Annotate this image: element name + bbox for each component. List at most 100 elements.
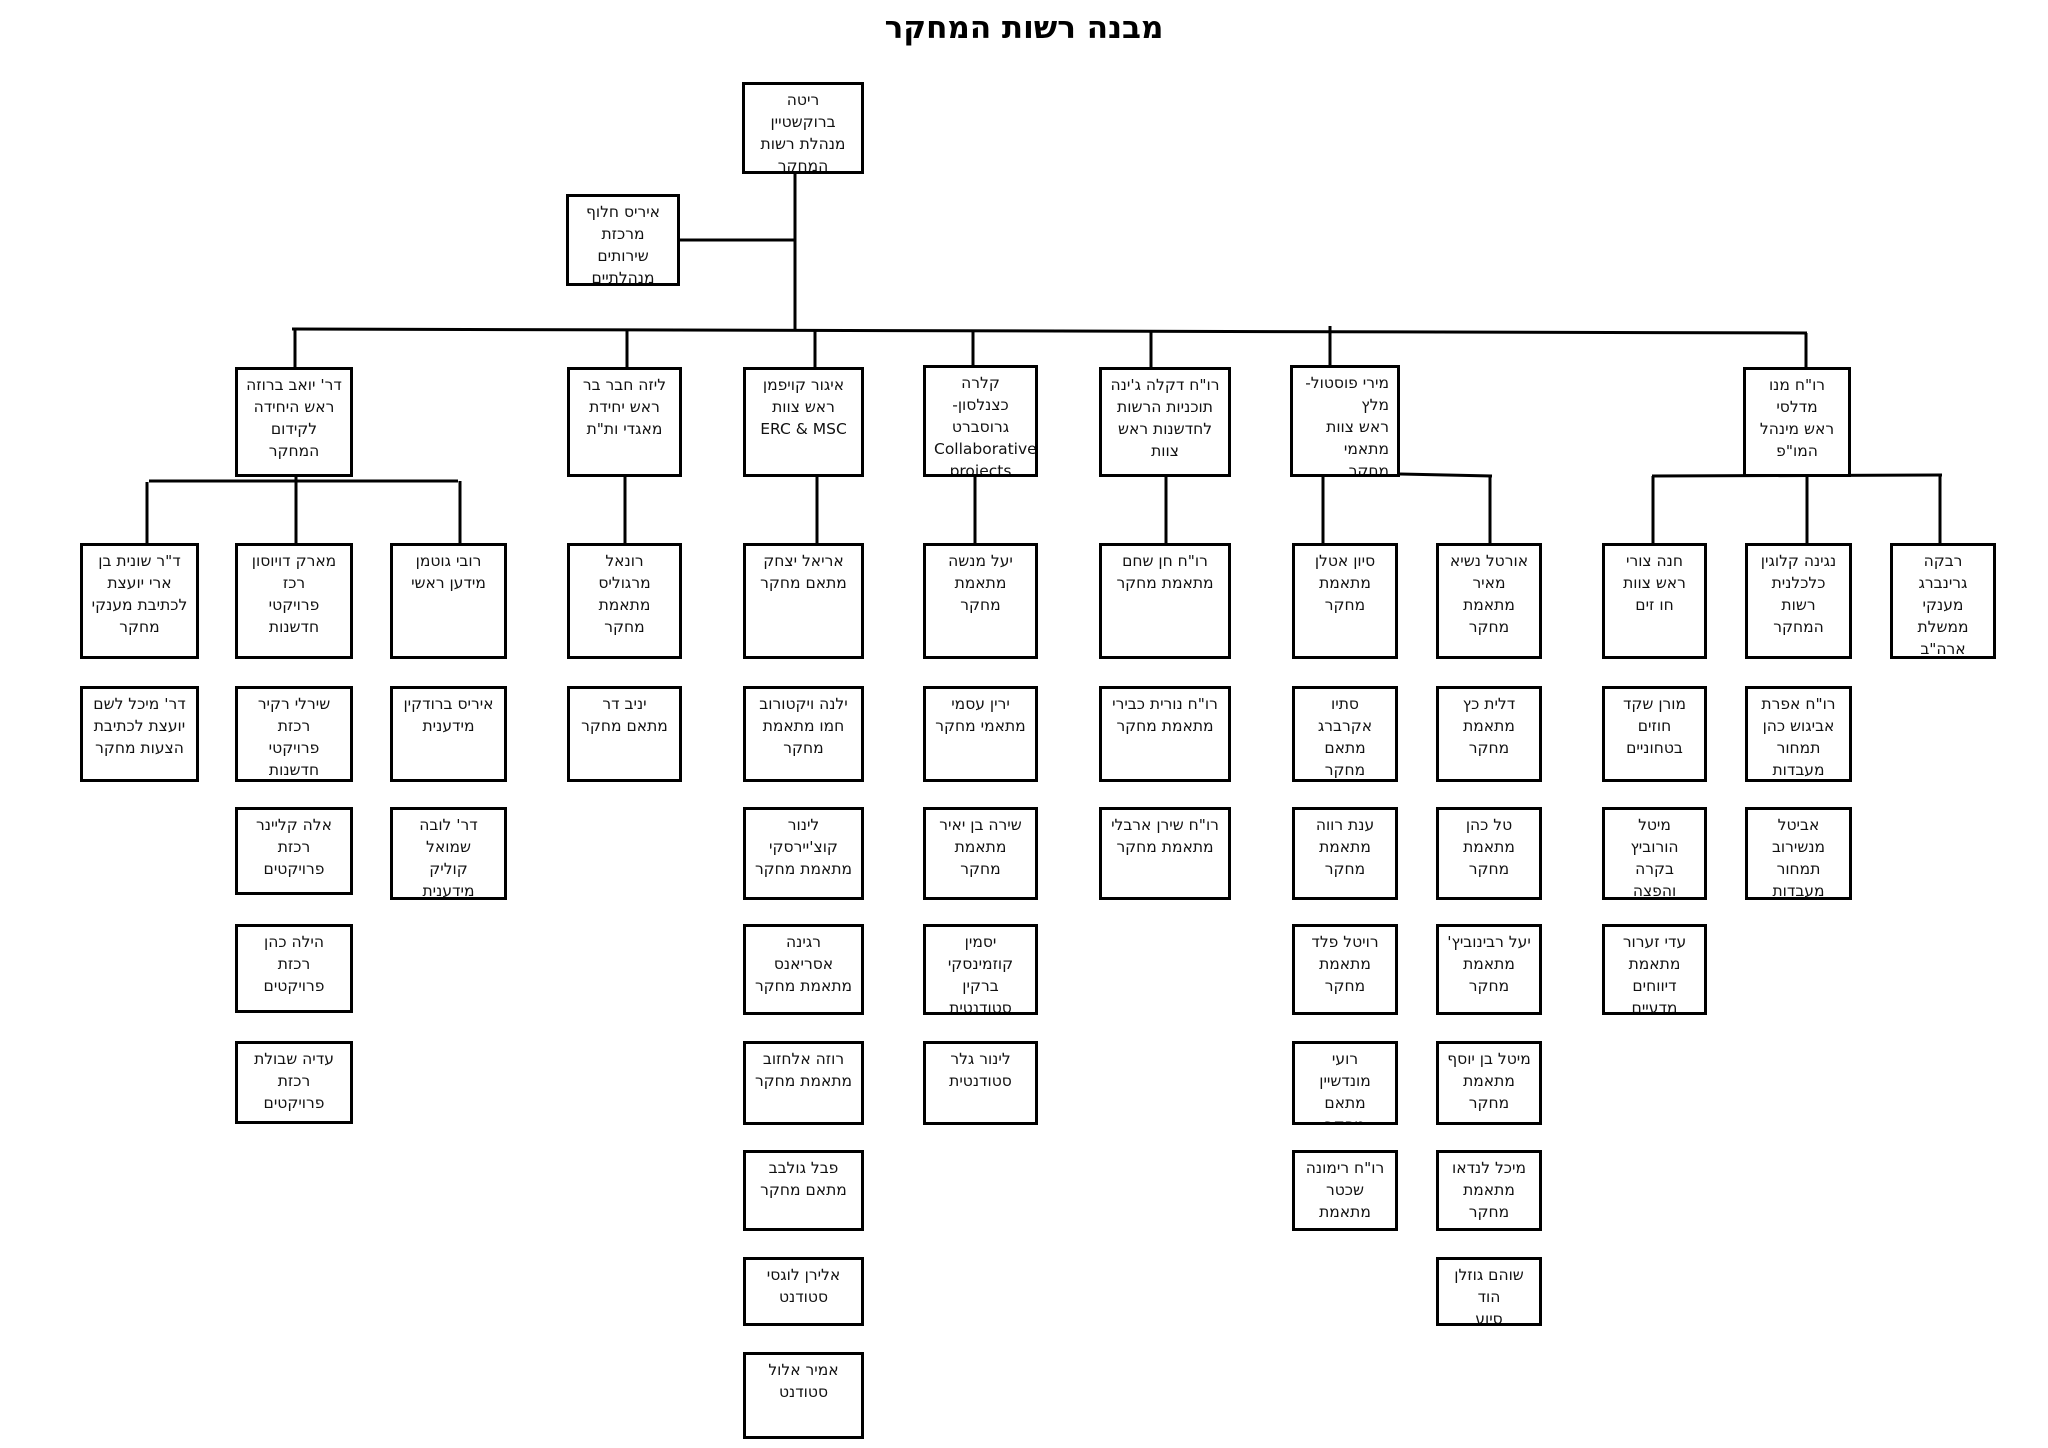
- org-box-avital: אביטל מנשירוב תמחור מעבדות ודואר: [1745, 807, 1852, 900]
- box-label: איריס ברודקין מידענית: [403, 695, 494, 735]
- box-label: שירה בן יאיר מתאמת מחקר: [939, 816, 1022, 878]
- box-label: אמיר אלול סטודנט: [768, 1361, 839, 1401]
- org-box-igor: איגור קויפמן ראש צוות ERC & MSC: [743, 367, 864, 477]
- org-box-linor-k: לינור קוצ'יירסקי מתאמת מחקר: [743, 807, 864, 900]
- box-label: מיטל הורוביץ בקרה והפצה של הודעות לחוקר: [1630, 816, 1679, 900]
- box-label: איגור קויפמן ראש צוות ERC & MSC: [760, 376, 847, 438]
- org-box-luba: דר' לובה שמואל קוליק מידענית: [390, 807, 507, 900]
- org-box-miri: מירי פוסטול- מלץ ראש צוות מתאמי מחקר פקו…: [1290, 365, 1400, 477]
- org-box-ariel: אריאל יצחק מתאם מחקר: [743, 543, 864, 659]
- box-label: עדי זערור מתאמת דיווחים מדעיים ושבתונים: [1622, 933, 1687, 1015]
- org-box-shira: שירה בן יאיר מתאמת מחקר: [923, 807, 1038, 900]
- org-box-sivan: סיון אטלן מתאמת מחקר: [1292, 543, 1398, 659]
- box-label: רונאל מרגוליס מתאמת מחקר: [598, 552, 651, 636]
- org-box-roi: רועי מונדשיין מתאם מחקר: [1292, 1041, 1398, 1125]
- box-label: אלירן לוגסי סטודנט: [766, 1266, 841, 1306]
- connector-line: [1399, 472, 1493, 478]
- org-box-mark: מארק דויוסון רכז פרויקטי חדשנות: [235, 543, 353, 659]
- box-label: דר' מיכל לשם יועצת לכתיבת הצעות מחקר: [93, 695, 186, 757]
- org-box-yasmin: יסמין קוזמינסקי ברקין סטודנטית: [923, 924, 1038, 1015]
- org-box-shirli: שירלי רקיר רכזת פרויקטי חדשנות וקשרי תעש…: [235, 686, 353, 782]
- org-box-adia: עדיה שבולת רכזת פרויקטים: [235, 1041, 353, 1124]
- org-box-chen: רו"ח חן שחם מתאמת מחקר: [1099, 543, 1231, 659]
- box-label: דלית כץ מתאמת מחקר: [1462, 695, 1516, 757]
- org-box-meital-b: מיטל בן יוסף מתאמת מחקר: [1436, 1041, 1542, 1125]
- org-box-regina: רגינה אסריאנס מתאמת מחקר: [743, 924, 864, 1015]
- org-box-michal-la: מיכל לנדאו מתאמת מחקר: [1436, 1150, 1542, 1231]
- box-label: ילנה ויקטורוב חמו מתאמת מחקר: [759, 695, 848, 757]
- box-label: אביטל מנשירוב תמחור מעבדות ודואר: [1771, 816, 1826, 900]
- box-label: רובי גוטמן מידען ראשי: [411, 552, 486, 592]
- box-label: לינור קוצ'יירסקי מתאמת מחקר: [754, 816, 853, 878]
- connector-line: [291, 327, 1808, 335]
- org-box-revital: רויטל פלד מתאמת מחקר: [1292, 924, 1398, 1015]
- org-box-yael-r: יעל רבינוביץ' מתאמת מחקר: [1436, 924, 1542, 1015]
- box-label: מירי פוסטול- מלץ ראש צוות מתאמי מחקר פקו…: [1305, 374, 1389, 477]
- box-label: יעל רבינוביץ' מתאמת מחקר: [1447, 933, 1531, 995]
- org-box-shunit: ד"ר שונית בן ארי יועצת לכתיבת מענקי מחקר: [80, 543, 199, 659]
- org-box-roza: רוזה אלחזוב מתאמת מחקר: [743, 1041, 864, 1125]
- box-label: קלרה כצנלסון- גרוסברט Collaborative proj…: [934, 374, 1037, 477]
- org-box-hila: הילה כהן רכזת פרויקטים: [235, 924, 353, 1013]
- box-label: שירלי רקיר רכזת פרויקטי חדשנות וקשרי תעש…: [257, 695, 331, 779]
- box-label: ד"ר שונית בן ארי יועצת לכתיבת מענקי מחקר: [91, 552, 188, 636]
- org-box-dalit: דלית כץ מתאמת מחקר: [1436, 686, 1542, 782]
- box-label: רו"ח מנו מדלסי ראש מינהל המו"פ: [1759, 376, 1835, 460]
- box-label: מיטל בן יוסף מתאמת מחקר: [1447, 1050, 1531, 1112]
- org-box-shoham: שוהם גוזלן הוד סיוע למתאמי מחקר: [1436, 1257, 1542, 1326]
- org-box-tal: טל כהן מתאמת מחקר: [1436, 807, 1542, 900]
- box-label: נגינה קלוגין כלכלנית רשות המחקר: [1760, 552, 1837, 636]
- org-box-meni: רו"ח מנו מדלסי ראש מינהל המו"פ: [1743, 367, 1851, 477]
- org-box-efrat: רו"ח אפרת אביגוש כהן תמחור מעבדות: [1745, 686, 1852, 782]
- box-label: שוהם גוזלן הוד סיוע למתאמי מחקר: [1454, 1266, 1524, 1326]
- org-box-yarin: ירין עסמי מתאמי מחקר: [923, 686, 1038, 782]
- org-box-chana: חנה צורי ראש צוות חו זים: [1602, 543, 1707, 659]
- org-box-ortal: אורטל נשיא מאיר מתאמת מחקר: [1436, 543, 1542, 659]
- box-label: הילה כהן רכזת פרויקטים: [263, 933, 325, 995]
- box-label: רו"ח שירן ארבלי מתאמת מחקר: [1111, 816, 1219, 856]
- org-box-yelena: ילנה ויקטורוב חמו מתאמת מחקר: [743, 686, 864, 782]
- org-box-meital-h: מיטל הורוביץ בקרה והפצה של הודעות לחוקר: [1602, 807, 1707, 900]
- box-label: אורטל נשיא מאיר מתאמת מחקר: [1449, 552, 1529, 636]
- box-label: רויטל פלד מתאמת מחקר: [1311, 933, 1379, 995]
- box-label: פבל גולבב מתאם מחקר: [760, 1159, 847, 1199]
- box-label: ליזה חבר בר ראש יחידת מאגדי ות"ת: [582, 376, 667, 438]
- box-label: סיון אטלן מתאמת מחקר: [1314, 552, 1376, 614]
- box-label: רו"ח רימונה שכטר מתאמת מחקר: [1305, 1159, 1385, 1228]
- org-box-rivka: רבקה גרינברג מענקי ממשלת ארה"ב מענקים פד…: [1890, 543, 1996, 659]
- org-box-dekla: רו"ח דקלה ג'ינה תוכניות הרשות לחדשנות רא…: [1099, 367, 1231, 477]
- org-box-shiran: רו"ח שירן ארבלי מתאמת מחקר: [1099, 807, 1231, 900]
- org-box-rimona: רו"ח רימונה שכטר מתאמת מחקר: [1292, 1150, 1398, 1231]
- box-label: רו"ח נורית כבירי מתאמת מחקר: [1112, 695, 1218, 735]
- org-box-yael-m: יעל מנשה מתאמת מחקר: [923, 543, 1038, 659]
- box-label: טל כהן מתאמת מחקר: [1463, 816, 1515, 878]
- org-box-rita: ריטה ברוקשטיין מנהלת רשות המחקר: [742, 82, 864, 174]
- org-box-rubi: רובי גוטמן מידען ראשי: [390, 543, 507, 659]
- box-label: רו"ח דקלה ג'ינה תוכניות הרשות לחדשנות רא…: [1110, 376, 1220, 460]
- box-label: עדיה שבולת רכזת פרויקטים: [254, 1050, 334, 1112]
- org-box-yoav: דר' יואב ברוזה ראש היחידה לקידום המחקר: [235, 367, 353, 477]
- box-label: רועי מונדשיין מתאם מחקר: [1319, 1050, 1371, 1125]
- box-label: לינור גלר סטודנטית: [949, 1050, 1012, 1090]
- box-label: יניב דר מתאם מחקר: [581, 695, 668, 735]
- box-label: ענת רווה מתאמת מחקר: [1315, 816, 1375, 878]
- org-box-moran: מורן שקד חוזים בטחוניים: [1602, 686, 1707, 782]
- box-label: רגינה אסריאנס מתאמת מחקר: [754, 933, 853, 995]
- box-label: דר' לובה שמואל קוליק מידענית: [419, 816, 478, 900]
- box-label: רו"ח אפרת אביגוש כהן תמחור מעבדות: [1761, 695, 1836, 779]
- org-box-negina: נגינה קלוגין כלכלנית רשות המחקר: [1745, 543, 1852, 659]
- box-label: יעל מנשה מתאמת מחקר: [948, 552, 1013, 614]
- box-label: יסמין קוזמינסקי ברקין סטודנטית: [947, 933, 1014, 1015]
- box-label: איריס חלוף מרכזת שירותים מנהלתיים: [585, 203, 661, 286]
- org-box-linor-g: לינור גלר סטודנטית: [923, 1041, 1038, 1125]
- box-label: מורן שקד חוזים בטחוניים: [1622, 695, 1687, 757]
- box-label: רבקה גרינברג מענקי ממשלת ארה"ב מענקים פד…: [1917, 552, 1969, 658]
- box-label: מיכל לנדאו מתאמת מחקר: [1452, 1159, 1526, 1221]
- box-label: חנה צורי ראש צוות חו זים: [1623, 552, 1686, 614]
- org-box-iris-chaluf: איריס חלוף מרכזת שירותים מנהלתיים: [566, 194, 680, 286]
- box-label: ריטה ברוקשטיין מנהלת רשות המחקר: [760, 91, 846, 174]
- org-box-ronel: רונאל מרגוליס מתאמת מחקר: [567, 543, 682, 659]
- org-box-pavel: פבל גולבב מתאם מחקר: [743, 1150, 864, 1231]
- box-label: ירין עסמי מתאמי מחקר: [935, 695, 1026, 735]
- org-box-anat: ענת רווה מתאמת מחקר: [1292, 807, 1398, 900]
